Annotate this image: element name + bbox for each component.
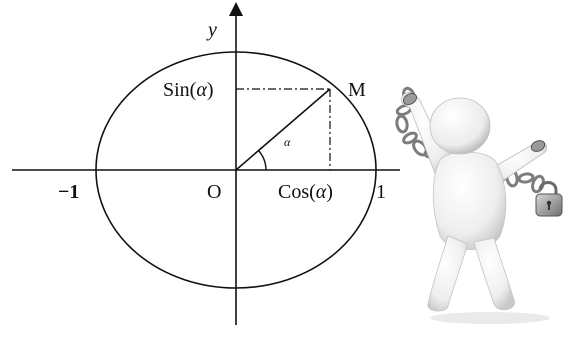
angle-arc xyxy=(257,149,267,171)
cos-label-suffix: ) xyxy=(326,181,333,203)
one-label: 1 xyxy=(376,181,386,203)
sin-label-prefix: Sin( xyxy=(163,79,197,101)
left-wrist-shackle xyxy=(402,92,418,106)
sin-label-suffix: ) xyxy=(207,79,214,101)
angle-label: α xyxy=(284,135,291,149)
right-wrist-shackle xyxy=(530,140,546,152)
figure-head xyxy=(429,97,491,155)
radius-om xyxy=(235,88,331,171)
figure-breaking-chains xyxy=(395,86,563,324)
unit-circle xyxy=(95,51,377,289)
y-axis-arrow xyxy=(229,2,243,16)
figure-shadow xyxy=(430,312,550,324)
cos-label-alpha: α xyxy=(316,181,327,203)
y-axis-label: y xyxy=(206,19,217,41)
figure-right-leg xyxy=(473,237,515,311)
sin-label-alpha: α xyxy=(196,79,207,101)
figure-right-arm xyxy=(491,141,547,185)
figure-left-leg xyxy=(427,235,469,312)
padlock-icon xyxy=(535,181,563,217)
figure-torso xyxy=(432,151,507,250)
minus-one-label: −1 xyxy=(58,181,79,203)
cos-label-prefix: Cos( xyxy=(278,181,316,203)
sin-label: Sin(α) xyxy=(163,79,214,101)
origin-label: O xyxy=(207,181,221,203)
point-m-label: M xyxy=(348,79,366,101)
cos-label: Cos(α) xyxy=(278,181,333,203)
